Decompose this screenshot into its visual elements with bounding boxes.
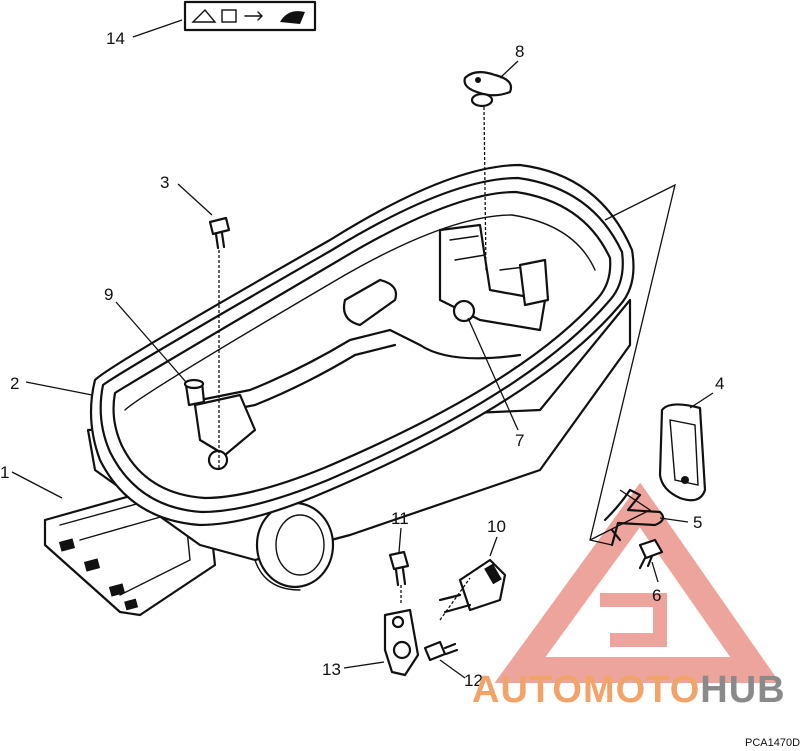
watermark-text: AUTOMOTOHUB xyxy=(472,669,786,711)
leader-lines xyxy=(11,19,714,679)
callout-14: 14 xyxy=(106,29,125,48)
callout-2: 2 xyxy=(10,374,19,393)
callout-4: 4 xyxy=(715,374,724,393)
assembly-line xyxy=(589,183,676,546)
callout-10: 10 xyxy=(487,517,506,536)
watermark-inner-mark xyxy=(600,593,667,647)
grommet-7 xyxy=(452,299,476,323)
watermark-logo xyxy=(494,482,780,683)
bolt-6 xyxy=(638,538,664,570)
watermark-part2: HUB xyxy=(700,669,785,711)
watermark-part1: AUTOMOTO xyxy=(472,669,700,711)
watermark-triangle xyxy=(494,482,780,683)
svg-text:AUTOMOTOHUB: AUTOMOTOHUB xyxy=(472,669,786,711)
callout-5: 5 xyxy=(693,513,702,532)
callout-1: 1 xyxy=(0,463,9,482)
cowl-linkage xyxy=(198,328,522,402)
connector-10 xyxy=(438,558,507,621)
callout-11: 11 xyxy=(391,509,409,528)
callout-7: 7 xyxy=(515,431,524,450)
callout-9: 9 xyxy=(104,285,113,304)
decal-14 xyxy=(183,0,317,32)
figure-code: PCA1470D xyxy=(745,737,800,749)
callout-labels: 1 2 3 4 5 6 7 8 9 10 11 12 13 14 xyxy=(0,29,724,690)
callout-6: 6 xyxy=(652,586,661,605)
screw-12 xyxy=(423,640,459,662)
clip-5 xyxy=(603,488,665,547)
cover-4 xyxy=(658,403,707,502)
bolt-3 xyxy=(208,216,231,470)
knob-8 xyxy=(463,71,513,271)
lower-cowl xyxy=(43,163,635,617)
bolt-11 xyxy=(388,550,410,605)
latch-lever xyxy=(342,278,398,327)
callout-3: 3 xyxy=(160,173,169,192)
bracket-13 xyxy=(383,608,420,677)
callout-13: 13 xyxy=(322,660,341,679)
callout-8: 8 xyxy=(515,42,524,61)
callout-12: 12 xyxy=(464,671,483,690)
rear-bracket xyxy=(193,393,257,457)
cowl-seal-outer xyxy=(89,163,635,527)
